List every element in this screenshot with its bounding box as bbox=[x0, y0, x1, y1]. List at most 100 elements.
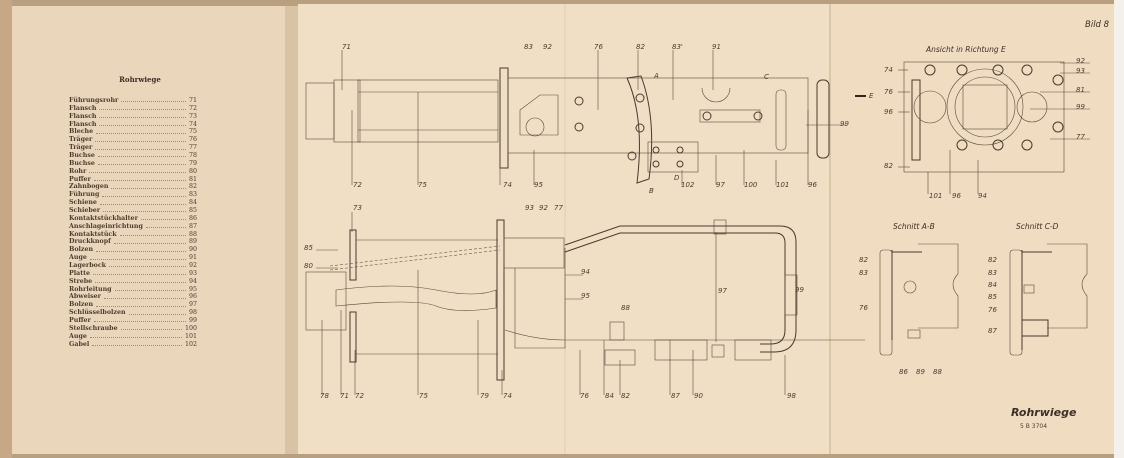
leader-dots bbox=[119, 231, 186, 236]
leader-dots bbox=[114, 286, 186, 291]
callout: 94 bbox=[581, 268, 590, 276]
part-name: Schieber bbox=[69, 207, 101, 215]
callout: 83 bbox=[859, 269, 868, 277]
callout: 99 bbox=[840, 120, 849, 128]
callout: 76 bbox=[988, 306, 997, 314]
callout: 76 bbox=[594, 43, 603, 51]
callout: 85 bbox=[304, 244, 313, 252]
callout: 79 bbox=[480, 392, 489, 400]
callout: 97 bbox=[718, 287, 727, 295]
part-number: 75 bbox=[188, 128, 197, 136]
leader-dots bbox=[96, 301, 186, 307]
part-name: Rohr bbox=[69, 167, 87, 175]
leader-dots bbox=[95, 144, 186, 150]
part-name: Gabel bbox=[69, 340, 90, 348]
leader-dots bbox=[89, 254, 186, 260]
callout: 89 bbox=[916, 368, 925, 376]
leader-dots bbox=[121, 97, 186, 103]
part-number: 71 bbox=[188, 97, 197, 104]
section-cd-title: Schnitt C-D bbox=[1016, 222, 1059, 231]
leader-dots bbox=[97, 160, 186, 166]
left-page bbox=[8, 6, 290, 454]
part-name: Kontaktstückhalter bbox=[69, 214, 138, 222]
callout: 71 bbox=[342, 43, 351, 51]
part-name: Lagerbock bbox=[69, 262, 107, 270]
callout: 82 bbox=[621, 392, 630, 400]
part-name: Stellschraube bbox=[69, 324, 118, 332]
callout: 75 bbox=[418, 181, 427, 189]
part-name: Träger bbox=[69, 144, 93, 152]
callout: 92 bbox=[1076, 57, 1085, 65]
callout: 85 bbox=[988, 293, 997, 301]
callout: 101 bbox=[929, 192, 942, 200]
leader-dots bbox=[89, 168, 186, 174]
leader-dots bbox=[99, 121, 186, 126]
leader-dots bbox=[93, 317, 186, 323]
sheet-title: Rohrwiege bbox=[1011, 406, 1077, 419]
callout: 102 bbox=[681, 181, 695, 189]
leader-dots bbox=[109, 262, 186, 268]
callout: 97 bbox=[716, 181, 725, 189]
callout: 74 bbox=[503, 392, 512, 400]
part-number: 89 bbox=[188, 238, 197, 246]
callout: 95 bbox=[534, 181, 543, 189]
callout: 71 bbox=[340, 392, 349, 400]
callout: 78 bbox=[320, 392, 329, 400]
callout: 90 bbox=[694, 392, 703, 400]
part-number: 91 bbox=[188, 254, 197, 262]
callout: 99 bbox=[1076, 103, 1085, 111]
leader-dots bbox=[95, 278, 186, 284]
part-number: 82 bbox=[188, 183, 197, 191]
part-number: 79 bbox=[188, 159, 197, 167]
part-name: Führung bbox=[69, 191, 100, 199]
callout: 100 bbox=[744, 181, 758, 189]
section-ab-drawing bbox=[879, 243, 959, 356]
part-name: Träger bbox=[69, 136, 93, 144]
callout: 73 bbox=[353, 204, 362, 212]
part-name: Schiene bbox=[69, 199, 97, 207]
callout: 94 bbox=[978, 192, 987, 200]
leader-dots bbox=[93, 270, 186, 276]
part-number: 97 bbox=[188, 301, 197, 309]
leader-dots bbox=[140, 215, 186, 221]
callout: 92 bbox=[543, 43, 552, 51]
callout: 86 bbox=[899, 368, 908, 376]
callout: 96 bbox=[952, 192, 961, 200]
part-name: Auge bbox=[69, 254, 87, 262]
leader-dots bbox=[99, 113, 186, 119]
part-name: Buchse bbox=[69, 159, 95, 167]
part-name: Schlüsselbolzen bbox=[69, 309, 126, 317]
top-view-callouts: 71 83 92 76 82 83' 91 A C E 99 72 75 74 … bbox=[342, 43, 874, 195]
leader-dots bbox=[92, 341, 182, 346]
callout: 82 bbox=[988, 256, 997, 264]
leader-dots bbox=[99, 199, 186, 205]
part-name: Platte bbox=[69, 269, 91, 277]
section-marker: D bbox=[674, 174, 680, 182]
callout: 96 bbox=[884, 108, 893, 116]
top-view-drawing bbox=[305, 67, 866, 184]
part-name: Kontaktstück bbox=[69, 230, 117, 238]
part-number: 98 bbox=[188, 309, 197, 317]
leader-dots bbox=[89, 333, 182, 339]
callout: 76 bbox=[859, 304, 868, 312]
part-number: 87 bbox=[188, 222, 197, 230]
leader-dots bbox=[97, 152, 186, 158]
leader-dots bbox=[102, 191, 186, 197]
drawing-number: 5 B 3704 bbox=[1020, 423, 1047, 430]
callout: 95 bbox=[581, 292, 590, 300]
